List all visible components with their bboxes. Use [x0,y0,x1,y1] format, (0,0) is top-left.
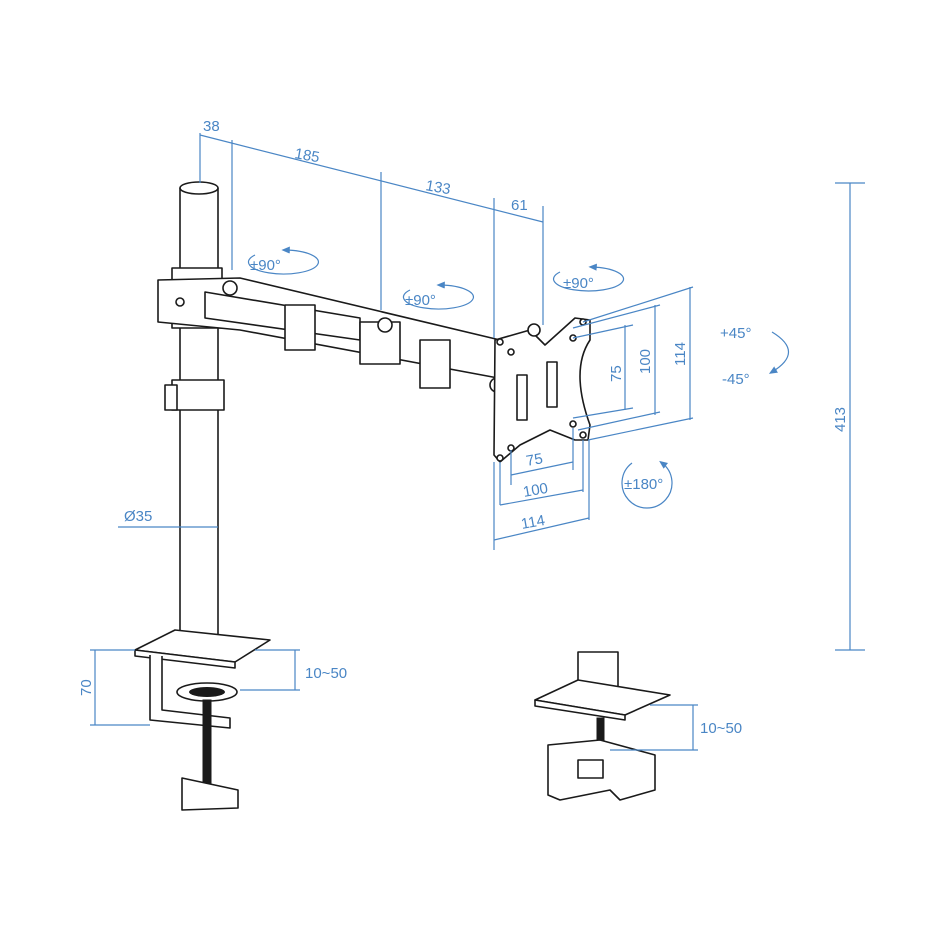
height-dimension [835,182,865,651]
swivel-3-label: ±90° [563,275,594,292]
pole-diameter-label: Ø35 [124,508,152,525]
tilt-up-label: +45° [720,325,751,342]
swivel-2-label: ±90° [405,292,436,309]
desk-thickness-right-label: 10~50 [700,720,742,737]
swivel-1-icon [247,246,320,275]
vesa-h-75: 75 [525,450,544,470]
desk-thickness-left [240,649,300,691]
dim-61: 61 [511,197,528,214]
dim-133: 133 [424,177,452,198]
vesa-v-114: 114 [672,342,689,366]
pole [164,181,225,644]
vesa-horizontal-dimension-lines [493,428,590,550]
rotate-180-label: ±180° [624,476,663,493]
vesa-vertical-dimension-lines [572,286,694,441]
dim-185: 185 [293,145,321,166]
vesa-h-114: 114 [520,512,547,533]
arm-dimension-lines [199,133,544,338]
tilt-down-label: -45° [722,371,750,388]
vesa-plate [493,317,591,463]
arm [157,277,505,393]
desk-thickness-left-label: 10~50 [305,665,347,682]
clamp-height-dimension [90,649,150,726]
dim-38: 38 [203,118,220,135]
swivel-2-icon [402,281,475,310]
swivel-3-icon [553,263,625,292]
desk-clamp-left [134,629,271,811]
vesa-v-100: 100 [637,349,654,374]
vesa-h-100: 100 [522,480,550,501]
rotate-180-icon [621,460,673,509]
vesa-v-75: 75 [608,365,625,382]
clamp-height-70: 70 [78,679,95,696]
desk-thickness-right [610,704,698,751]
tilt-arrow-icon [768,331,789,374]
swivel-1-label: ±90° [250,257,281,274]
desk-clamp-right [534,651,671,801]
height-413: 413 [832,407,849,432]
